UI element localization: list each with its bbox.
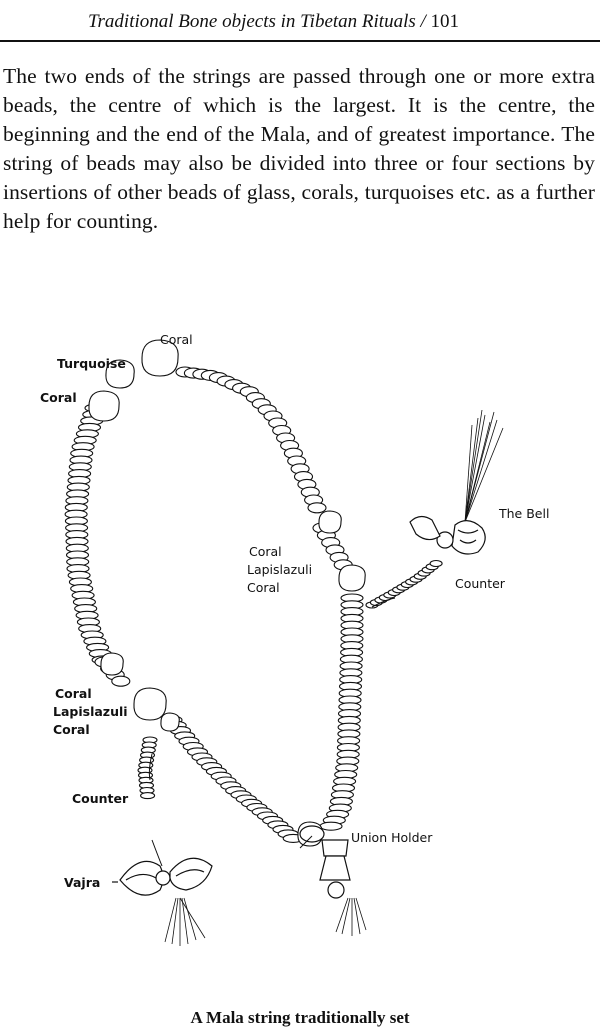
label-mid-lapis: Lapislazuli [247,562,312,577]
page-header: Traditional Bone objects in Tibetan Ritu… [0,0,600,44]
union-tassel [335,897,367,936]
counter-bead [429,559,443,568]
strings [148,597,396,867]
union-holder-icon [299,825,351,899]
page-number: 101 [430,11,460,32]
separator: / [420,11,426,32]
label-turquoise: Turquoise [57,356,126,371]
label-mid-coral-1: Coral [249,544,282,559]
label-mid-coral-2: Coral [247,580,280,595]
running-head: Traditional Bone objects in Tibetan Ritu… [88,11,459,33]
low-coral-bead-2 [160,712,180,732]
bell-tassel [464,409,504,523]
mala-drawing: Coral Turquoise Coral Coral Lapislazuli … [40,332,549,946]
body-paragraph: The two ends of the strings are passed t… [3,64,595,233]
mala-illustration: Coral Turquoise Coral Coral Lapislazuli … [0,300,600,980]
low-lapis-bead [133,687,167,721]
label-counter-left: Counter [72,791,129,806]
label-union-holder: Union Holder [351,830,433,845]
low-coral-bead-1 [100,652,124,676]
bead [307,502,327,514]
bell-icon [409,515,486,555]
bead [111,675,131,687]
label-vajra: Vajra [64,875,100,890]
coral-bead-top [141,339,179,377]
counter-bead [140,792,156,800]
mid-lapis-bead [338,564,366,592]
label-counter-right: Counter [455,576,506,591]
running-title: Traditional Bone objects in Tibetan Ritu… [88,11,416,32]
header-rule [0,40,600,42]
turquoise-bead [105,359,135,389]
bead [319,821,343,831]
coral-bead-left [88,390,120,422]
vajra-tassel [164,897,206,946]
label-low-coral-2: Coral [53,722,90,737]
mid-coral-bead-1 [318,510,342,534]
label-coral-left: Coral [40,390,77,405]
vajra-icon [112,857,213,896]
label-low-coral-1: Coral [55,686,92,701]
figure-caption: A Mala string traditionally set [190,1008,410,1027]
label-bell: The Bell [498,506,549,521]
label-coral-top: Coral [160,332,193,347]
label-low-lapis: Lapislazuli [53,704,128,719]
